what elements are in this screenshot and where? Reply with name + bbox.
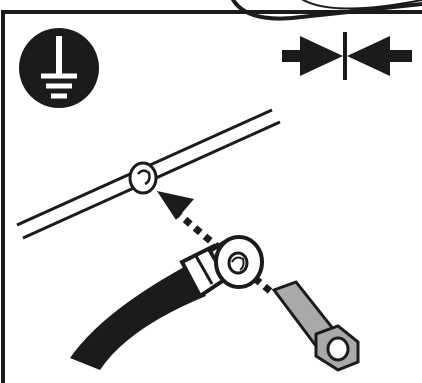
ground-wire-cable [70, 266, 206, 370]
insertion-arrow [157, 191, 273, 294]
ground-symbol-icon [19, 28, 99, 108]
screw-hole [128, 161, 158, 195]
pinch-together-icon [282, 32, 412, 80]
ring-terminal [207, 235, 264, 289]
bolt-screw [271, 280, 360, 372]
